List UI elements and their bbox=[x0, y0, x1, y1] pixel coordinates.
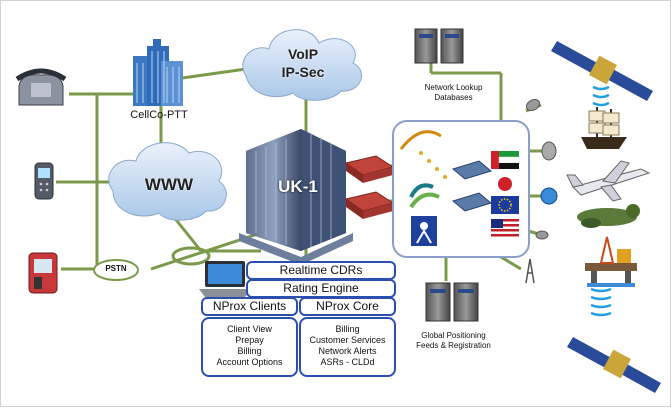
uk1-tower-icon bbox=[239, 129, 353, 265]
airplane-icon bbox=[566, 160, 651, 202]
gps-label-line1: Global Positioning bbox=[421, 331, 486, 340]
pstn-node bbox=[93, 259, 139, 281]
gps-servers-icon bbox=[425, 282, 479, 322]
clients-item: Client View bbox=[227, 324, 272, 334]
eu-flag-icon bbox=[491, 196, 519, 214]
pstn-label: PSTN bbox=[105, 264, 127, 273]
nprox-core-bar: NProx Core bbox=[299, 297, 396, 316]
payphone-icon bbox=[28, 252, 58, 294]
core-item: Customer Services bbox=[309, 335, 386, 345]
clients-item: Prepay bbox=[235, 335, 264, 345]
voip-label-line2: IP-Sec bbox=[281, 64, 325, 80]
lookup-label: Network Lookup Databases bbox=[406, 83, 501, 103]
router-icons bbox=[344, 155, 395, 219]
voip-cloud bbox=[242, 29, 363, 101]
clients-item: Billing bbox=[237, 346, 262, 356]
www-label: WWW bbox=[144, 175, 194, 194]
uk1-label: UK-1 bbox=[278, 177, 318, 196]
rating-engine-bar: Rating Engine bbox=[246, 279, 396, 298]
soldier-icon bbox=[577, 204, 640, 228]
laptop-icon bbox=[199, 261, 251, 297]
nprox-core-box: Billing Customer Services Network Alerts… bbox=[299, 317, 396, 377]
signal-waves bbox=[590, 85, 612, 317]
cellco-building-icon bbox=[133, 39, 183, 106]
core-item: Network Alerts bbox=[318, 346, 377, 356]
us-flag-icon bbox=[491, 219, 519, 237]
oil-rig-icon bbox=[585, 236, 637, 287]
clients-item: Account Options bbox=[216, 357, 283, 367]
dish-icons bbox=[525, 98, 558, 284]
lookup-label-line1: Network Lookup bbox=[424, 83, 483, 92]
voip-label-line1: VoIP bbox=[287, 46, 319, 62]
uae-flag-icon bbox=[491, 151, 520, 169]
nprox-clients-bar: NProx Clients bbox=[201, 297, 298, 316]
gps-label-line2: Feeds & Registration bbox=[416, 341, 491, 350]
lookup-servers-icon bbox=[414, 28, 464, 64]
desk-phone-icon bbox=[15, 68, 67, 106]
core-item: Billing bbox=[335, 324, 360, 334]
japan-flag-icon bbox=[498, 177, 512, 191]
realtime-cdrs-bar: Realtime CDRs bbox=[246, 261, 396, 280]
mobile-phone-icon bbox=[34, 162, 54, 200]
cellco-label: CellCo-PTT bbox=[130, 109, 188, 121]
gps-label: Global Positioning Feeds & Registration bbox=[401, 331, 506, 351]
ship-icon bbox=[581, 107, 627, 149]
www-cloud bbox=[108, 142, 227, 221]
lookup-label-line2: Databases bbox=[434, 93, 473, 102]
antenna-tower-icon bbox=[525, 258, 535, 284]
nprox-clients-box: Client View Prepay Billing Account Optio… bbox=[201, 317, 298, 377]
core-item: ASRs - CLDd bbox=[320, 357, 375, 367]
teal-logo-icon bbox=[409, 183, 440, 209]
central-panel bbox=[392, 120, 530, 258]
voip-label: VoIP IP-Sec bbox=[263, 45, 343, 81]
satellite-top-icon bbox=[551, 41, 653, 101]
satellite-bottom-icon bbox=[567, 337, 661, 393]
